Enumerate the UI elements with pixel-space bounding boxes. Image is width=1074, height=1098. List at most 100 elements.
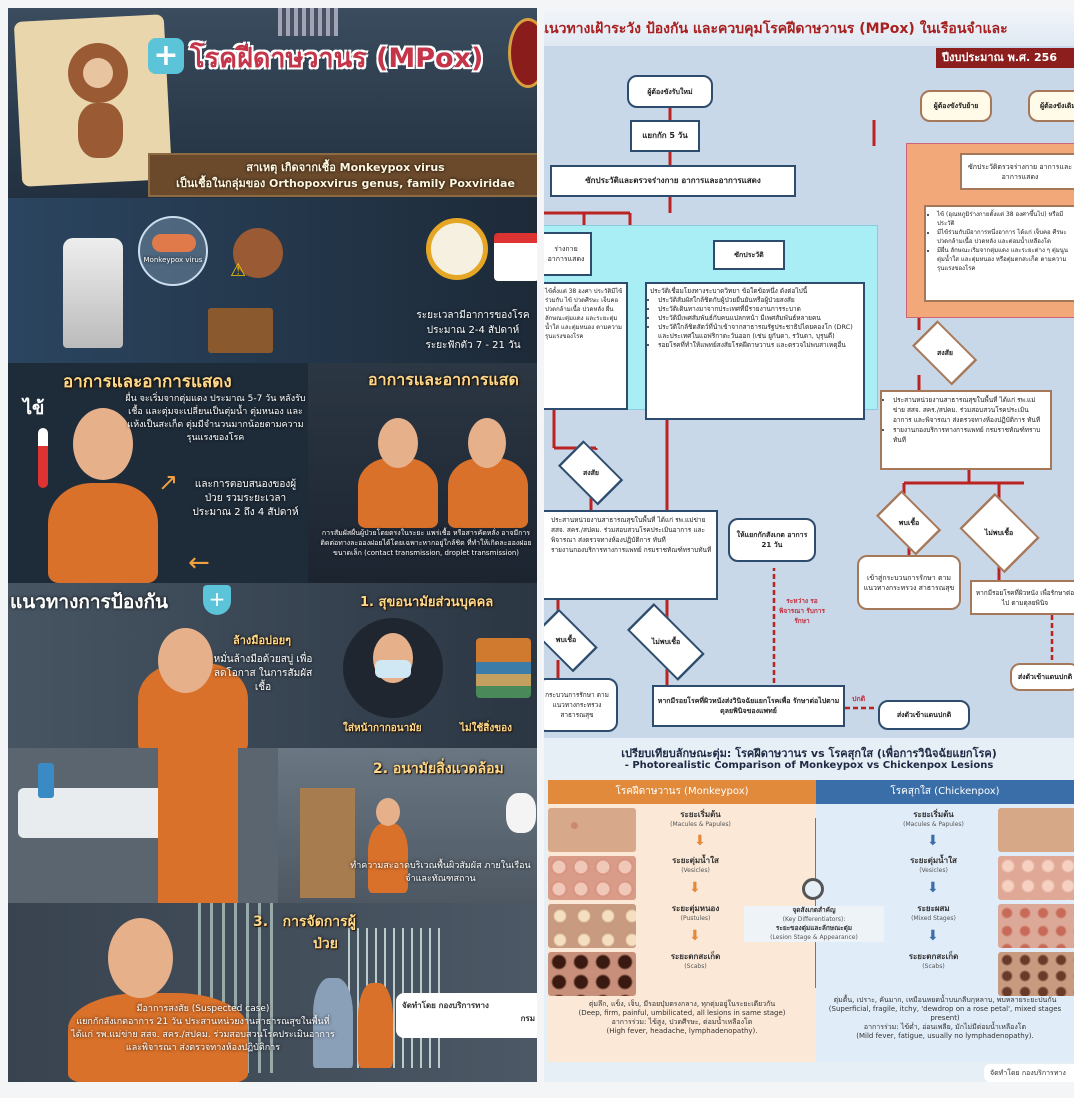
environment-section: 2. อนามัยสิ่งแวดล้อม ทำความสะอาดบริเวณพื…: [8, 748, 537, 903]
lesion-photo-mixed: [998, 904, 1074, 948]
symptoms-section: อาการและอาการแสดง ไข้ ผื่น จะเริ่มจากตุ่…: [8, 363, 537, 583]
inmate-figure: [448, 458, 528, 528]
handwash-person-body: [158, 748, 238, 903]
personal-items-image: [476, 638, 531, 698]
symptoms-heading-right: อาการและอาการแสด: [368, 370, 519, 389]
comparison-subtitle: - Photorealistic Comparison of Monkeypox…: [624, 760, 994, 771]
node-other-inmate: ผู้ต้องขังเดิม: [1028, 90, 1074, 122]
lesion-photo-vesicles: [998, 856, 1074, 900]
node-quarantine-5-days: แยกกัก 5 วัน: [630, 120, 700, 152]
history-intro: ประวัติเชื่อมโยงทางระบาดวิทยา ข้อใดข้อหน…: [650, 287, 808, 295]
test-tubes-image: [208, 308, 273, 353]
comparison-section: เปรียบเทียบลักษณะตุ่ม: โรคฝีดาษวานร vs โ…: [544, 738, 1074, 1082]
cleaning-inmate: [368, 823, 408, 893]
comparison-credit: จัดทำโดย กองบริการทาง: [984, 1064, 1074, 1082]
r-symptom-item: ไข้ (อุณหภูมิร่างกายตั้งแต่ 38 องศาขึ้นไ…: [937, 210, 1074, 228]
patient-heading-1: 3. การจัดการผู้: [253, 914, 356, 930]
stage-th: ระยะผสม: [917, 904, 950, 913]
history-item: ประวัติเดินทางมาจากประเทศที่มีรายงานการร…: [658, 305, 860, 314]
coordinate-item: ประสานหน่วยงานสาธารณสุขในพื้นที่ ได้แก่ …: [551, 515, 713, 545]
handwash-title: ล้างมือบ่อยๆ: [233, 634, 292, 647]
desc-th: ตุ่มตื้น, เปราะ, คันมาก, เหมือนหยดน้ำบนก…: [833, 996, 1057, 1004]
patient-head: [73, 408, 133, 480]
key-th: จุดสังเกตสำคัญ: [792, 906, 836, 914]
transmission-scene: อาการและอาการแสด การสัมผัสผื่นผู้ป่วยโดย…: [308, 363, 537, 583]
lesion-photo-vesicles: [548, 856, 636, 900]
mpox-stage-1: ระยะเริ่มต้น (Macules & Papules): [643, 810, 758, 830]
lesion-photo-scabs: [548, 952, 636, 996]
node-r-coordinate: ประสานหน่วยงานสาธารณสุขในพื้นที่ ได้แก่ …: [880, 390, 1052, 470]
title-bar: แนวทางเฝ้าระวัง ป้องกัน และควบคุมโรคฝีดา…: [544, 8, 1074, 46]
mask-circle: [343, 618, 443, 718]
patient-text-line: แยกกักสังเกตอาการ 21 วัน ประสานหน่วยงานส…: [76, 1017, 330, 1027]
handwash-person-head: [158, 628, 213, 693]
face-mask-icon: [375, 660, 411, 678]
suspected-patient-head: [108, 918, 173, 998]
symptoms-heading: อาการและอาการแสดง: [63, 372, 232, 392]
virus-label: Monkeypox virus: [143, 256, 203, 264]
history-item: ประวัติสัมผัสใกล้ชิดกับผู้ป่วยยืนยันหรือ…: [658, 296, 860, 305]
patient-text-line: ได้แก่ รพ.แม่ข่าย สสจ. สคร./สปคม. ร่วมสอ…: [71, 1030, 335, 1040]
decision-label: พบเชื้อ: [898, 518, 920, 527]
header-section: + โรคฝีดาษวานร (MPox) สาเหตุ เกิดจากเชื้…: [8, 8, 537, 198]
decision-label: สงสัย: [582, 468, 600, 477]
node-observe-21-days: ให้แยกกักสังเกต อาการ 21 วัน: [728, 518, 816, 562]
node-r-treatment: เข้าสู่กระบวนการรักษา ตามแนวทางกระทรวง ส…: [857, 555, 961, 610]
decision-label: สงสัย: [936, 348, 954, 357]
cause-line-1: สาเหตุ เกิดจากเชื้อ Monkeypox virus: [246, 161, 445, 174]
node-r-symptom-list: ไข้ (อุณหภูมิร่างกายตั้งแต่ 38 องศาขึ้นไ…: [924, 205, 1074, 302]
stage-en: (Macules & Papules): [903, 821, 964, 828]
monkey-face: [83, 58, 113, 88]
credit-box: จัดทำโดย กองบริการทาง กรม: [396, 993, 537, 1038]
officer-figure: [313, 978, 353, 1068]
mpox-stage-4: ระยะตกสะเก็ด (Scabs): [638, 952, 753, 972]
response-text: และการตอบสนองของผู้ป่วย รวมระยะเวลา ประม…: [192, 479, 299, 518]
magnifier-icon: [802, 878, 824, 900]
node-new-inmate: ผู้ต้องขังรับใหม่: [627, 75, 713, 108]
arrow-down-icon: ⬇: [927, 833, 939, 849]
decision-suspect: สงสัย: [560, 450, 622, 496]
microscope-image: [63, 238, 123, 348]
fiscal-year-badge: ปีงบประมาณ พ.ศ. 256: [936, 48, 1074, 68]
r-decision-suspect: สงสัย: [914, 330, 976, 376]
r-decision-found: พบเชื้อ: [878, 500, 940, 546]
node-history: ซักประวัติ: [713, 240, 785, 270]
symptom-en: (High fever, headache, lymphadenopathy).: [606, 1027, 758, 1035]
decision-label: ไม่พบเชื้อ: [651, 637, 681, 646]
lesion-photo-scabs: [998, 952, 1074, 996]
prevention-section: แนวทางการป้องกัน + 1. สุขอนามัยส่วนบุคคล…: [8, 583, 537, 748]
toilet-image: [506, 793, 536, 833]
comparison-title: เปรียบเทียบลักษณะตุ่ม: โรคฝีดาษวานร vs โ…: [621, 747, 997, 760]
arrow-up-icon: ↗: [158, 468, 179, 496]
symptom-th: อาการร่วม: ไข้สูง, ปวดศีรษะ, ต่อมน้ำเหลื…: [611, 1018, 753, 1026]
history-item: ประวัติมีเพศสัมพันธ์กับคนแปลกหน้า มีเพศส…: [658, 314, 860, 323]
key-en-2: (Lesion Stage & Appearance): [770, 934, 858, 941]
stage-en: (Scabs): [922, 963, 945, 970]
arrow-down-icon: ⬇: [689, 928, 701, 944]
window-bars: [278, 8, 338, 36]
inmate-head: [468, 418, 506, 468]
arrow-down-icon: ⬇: [689, 880, 701, 896]
stage-en: (Macules & Papules): [670, 821, 731, 828]
mpox-description: ตุ่มลึก, แข็ง, เจ็บ, มีรอยบุ๋มตรงกลาง, ท…: [550, 1000, 814, 1036]
node-transfer-inmate: ผู้ต้องขังรับย้าย: [920, 90, 992, 122]
key-th-2: ระยะของตุ่มและลักษณะตุ่ม: [775, 924, 853, 932]
decision-found: พบเชื้อ: [544, 618, 596, 662]
stage-en: (Scabs): [684, 963, 707, 970]
stage-th: ระยะเริ่มต้น: [680, 810, 721, 819]
patient-figure: [48, 483, 158, 583]
lesion-photo-macules: [998, 808, 1074, 852]
r-symptom-item: มีผื่น ลักษณะเริ่มจากตุ่มแดง และระยะต่าง…: [937, 246, 1074, 273]
rash-text: ผื่น จะเริ่มจากตุ่มแดง ประมาณ 5-7 วัน หล…: [125, 394, 306, 443]
stage-th: ระยะตกสะเก็ด: [670, 952, 721, 961]
coordinate-item: รายงานกองบริการทางการแพทย์ กรมราชทัณฑ์ทร…: [551, 545, 713, 555]
soap-bottle: [38, 763, 54, 798]
patient-text-line: มีอาการสงสัย (Suspected case): [136, 1004, 270, 1014]
transmission-text: การสัมผัสผื่นผู้ป่วยโดยตรงในระยะ แพร่เชื…: [320, 529, 532, 557]
door-image: [300, 788, 355, 898]
patient-heading-2: ป่วย: [313, 936, 338, 952]
monkey-body: [78, 103, 123, 158]
arrow-down-icon: ⬇: [927, 928, 939, 944]
thermometer-icon: [38, 428, 48, 488]
alarm-clock-icon: [426, 218, 488, 280]
